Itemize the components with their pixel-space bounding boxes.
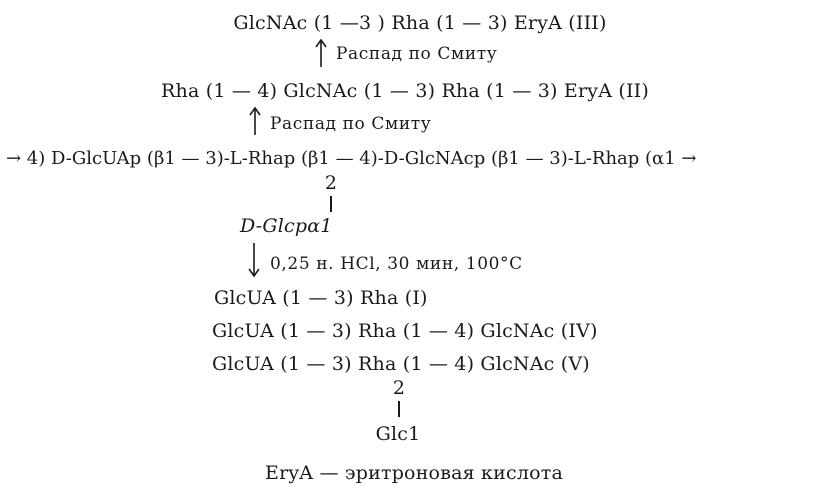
branch-position-V: 2 <box>392 377 406 399</box>
product-II: Rha (1 — 4) GlcNAc (1 — 3) Rha (1 — 3) E… <box>161 80 649 102</box>
product-IV: GlcUA (1 — 3) Rha (1 — 4) GlcNAc (IV) <box>212 320 598 342</box>
smith-degradation-label-2: Распад по Смиту <box>270 114 432 134</box>
product-III: GlcNAc (1 —3 ) Rha (1 — 3) EryA (III) <box>233 12 607 34</box>
product-V: GlcUA (1 — 3) Rha (1 — 4) GlcNAc (V) <box>212 353 590 375</box>
footnote: EryA — эритроновая кислота <box>265 462 563 484</box>
branch-position: 2 <box>324 172 338 194</box>
branch-bond <box>330 196 332 212</box>
product-I: GlcUA (1 — 3) Rha (I) <box>214 287 428 309</box>
branch-sugar: D-Glcpα1 <box>240 215 333 237</box>
branch-sugar-V: Glc1 <box>375 423 421 445</box>
down-arrow-icon <box>247 242 261 278</box>
polysaccharide-repeating-unit: → 4) D-GlcUAp (β1 — 3)-L-Rhap (β1 — 4)-D… <box>6 148 697 169</box>
smith-degradation-label-1: Распад по Смиту <box>336 44 498 64</box>
up-arrow-icon <box>248 106 262 136</box>
hydrolysis-conditions: 0,25 н. HCl, 30 мин, 100°C <box>270 254 523 274</box>
up-arrow-icon <box>314 38 328 68</box>
branch-bond-V <box>398 401 400 417</box>
